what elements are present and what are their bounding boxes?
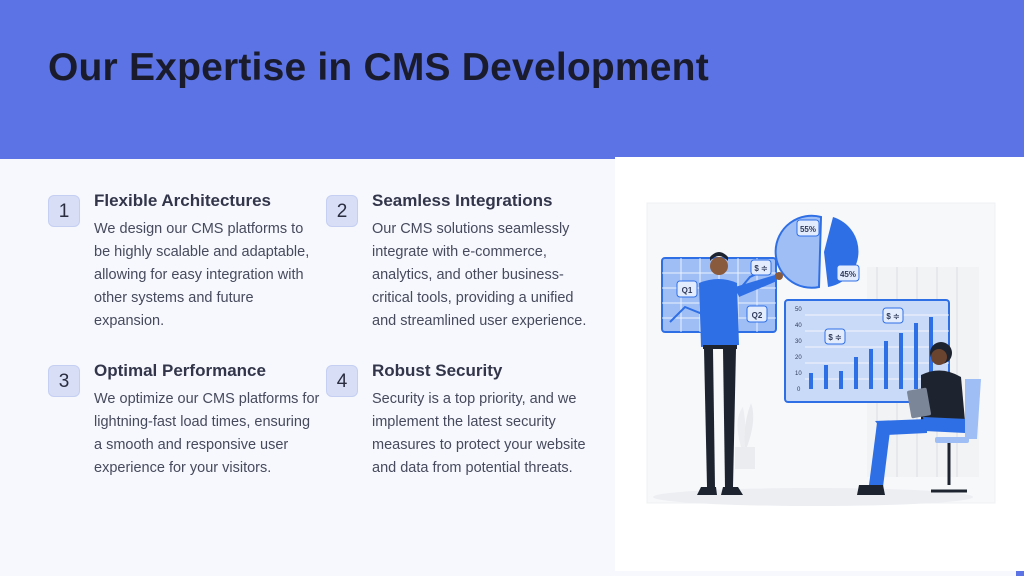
seated-woman-figure — [857, 342, 981, 495]
number-badge: 2 — [326, 195, 358, 227]
item-title: Seamless Integrations — [372, 191, 553, 210]
number-badge: 3 — [48, 365, 80, 397]
item-title: Flexible Architectures — [94, 191, 271, 210]
board-label-q2: Q2 — [752, 311, 763, 320]
currency-badge: $ ≑ — [828, 333, 842, 342]
pie-label-45: 45% — [840, 270, 856, 279]
header-banner: Our Expertise in CMS Development — [0, 0, 1024, 159]
axis-tick: 0 — [797, 387, 801, 393]
item-description: Security is a top priority, and we imple… — [372, 391, 586, 476]
board-label-q1: Q1 — [682, 286, 693, 295]
currency-badge: $ ≑ — [754, 264, 768, 273]
standing-man-figure — [697, 252, 783, 495]
number-badge: 4 — [326, 365, 358, 397]
corner-accent — [1016, 571, 1024, 576]
item-title: Optimal Performance — [94, 361, 266, 380]
pie-label-55: 55% — [800, 225, 816, 234]
axis-tick: 10 — [795, 371, 802, 377]
expertise-list: 1 Flexible Architectures We design our C… — [0, 159, 615, 576]
axis-tick: 20 — [795, 355, 802, 361]
number-badge: 1 — [48, 195, 80, 227]
axis-tick: 40 — [795, 323, 802, 329]
item-title: Robust Security — [372, 361, 503, 380]
pie-chart: 55% 45% — [774, 214, 860, 289]
currency-badge: $ ≑ — [886, 312, 900, 321]
analytics-illustration: Q1 Q2 $ ≑ 55% 45% 50 40 — [615, 157, 1024, 571]
axis-tick: 50 — [795, 307, 802, 313]
axis-tick: 30 — [795, 339, 802, 345]
item-description: We optimize our CMS platforms for lightn… — [94, 391, 320, 476]
page-title: Our Expertise in CMS Development — [48, 46, 709, 89]
plant-decoration — [735, 403, 755, 469]
item-description: Our CMS solutions seamlessly integrate w… — [372, 221, 587, 329]
analytics-scene-image: Q1 Q2 $ ≑ 55% 45% 50 40 — [646, 202, 996, 506]
item-description: We design our CMS platforms to be highly… — [94, 221, 310, 329]
